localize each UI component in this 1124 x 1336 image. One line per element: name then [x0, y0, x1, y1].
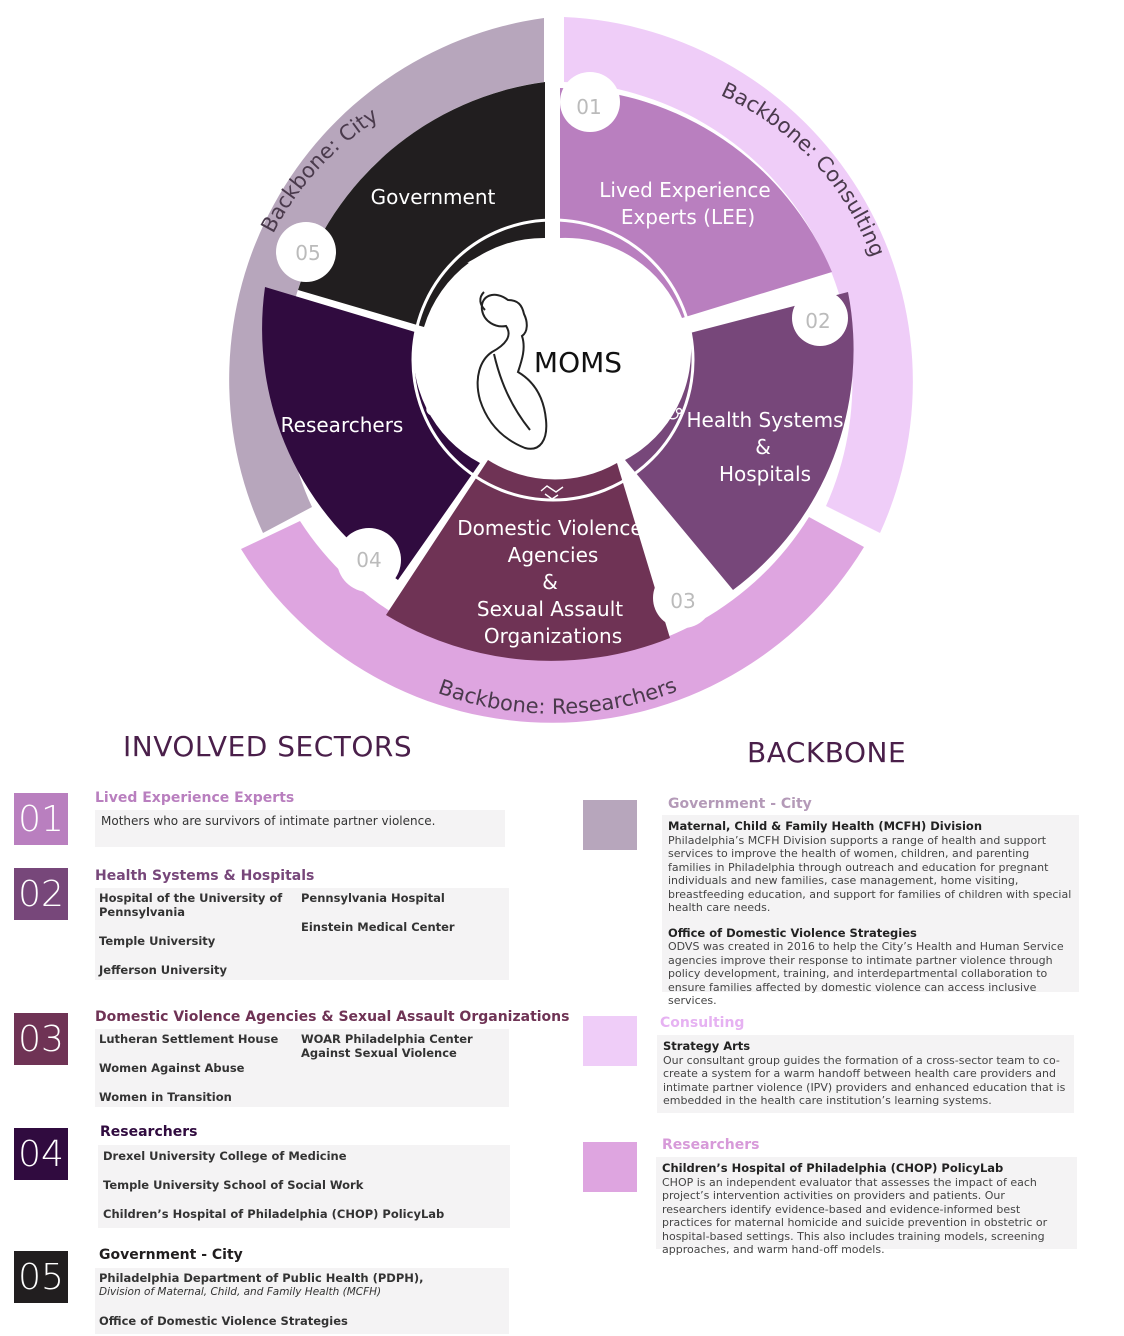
sector-02-item: Jefferson University	[99, 963, 228, 977]
backbone-researchers-ring	[241, 517, 864, 723]
sector-03-item: WOAR Philadelphia Center Against Sexual …	[301, 1032, 473, 1060]
segment-researchers[interactable]	[262, 287, 480, 580]
backbone-heading: BACKBONE	[747, 736, 907, 769]
backbone-researchers-panel: Children’s Hospital of Philadelphia (CHO…	[656, 1157, 1077, 1256]
building-icon	[467, 256, 491, 276]
backbone-consulting-panel: Strategy Arts Our consultant group guide…	[657, 1035, 1074, 1113]
backbone-entry-text: CHOP is an independent evaluator that as…	[662, 1175, 1048, 1257]
sector-05-item-sub: Division of Maternal, Child, and Family …	[99, 1286, 382, 1298]
backbone-consulting-entry: Strategy Arts Our consultant group guide…	[663, 1039, 1068, 1108]
center-moms-label: MOMS	[534, 346, 622, 379]
sector-01-panel: Mothers who are survivors of intimate pa…	[95, 810, 505, 847]
segment-government[interactable]	[298, 82, 545, 327]
backbone-city-swatch	[583, 800, 637, 850]
sector-05-number-box: 05	[14, 1251, 68, 1303]
badge-01-number: 01	[576, 95, 601, 119]
backbone-entry-text: Philadelphia’s MCFH Division supports a …	[668, 833, 1072, 915]
people-circle-icon	[619, 261, 639, 281]
sector-wheel: Backbone: City Backbone: Consulting Back…	[229, 17, 913, 723]
badge-02	[792, 290, 848, 346]
badge-05	[276, 222, 336, 282]
badge-04	[337, 528, 401, 592]
sector-01-description: Mothers who are survivors of intimate pa…	[101, 814, 436, 828]
backbone-city-title: Government - City	[668, 796, 812, 812]
backbone-entry-name: Strategy Arts	[663, 1039, 751, 1053]
backbone-consulting-title: Consulting	[660, 1015, 745, 1031]
segment-dv-label-5: Organizations	[484, 624, 622, 648]
backbone-city-entry: Maternal, Child & Family Health (MCFH) D…	[668, 819, 1073, 915]
sector-04-number-box: 04	[14, 1128, 68, 1180]
sector-04-item: Children’s Hospital of Philadelphia (CHO…	[103, 1207, 445, 1221]
sector-03-panel: Lutheran Settlement House Women Against …	[95, 1029, 509, 1107]
sector-04-title: Researchers	[100, 1124, 198, 1140]
sector-05-panel: Philadelphia Department of Public Health…	[95, 1268, 509, 1334]
sector-04-panel: Drexel University College of Medicine Te…	[98, 1145, 510, 1228]
segment-health-systems[interactable]	[625, 292, 854, 590]
sector-02-number-box: 02	[14, 868, 68, 920]
badge-01	[560, 72, 620, 132]
backbone-city-entry: Office of Domestic Violence Strategies O…	[668, 925, 1073, 1008]
segment-health-label-2: &	[755, 435, 771, 459]
sector-02-item: Einstein Medical Center	[301, 920, 455, 934]
sector-05-title: Government - City	[99, 1247, 243, 1263]
handshake-icon	[540, 485, 564, 500]
sector-02-item: Hospital of the University of Pennsylvan…	[99, 891, 283, 919]
segment-dv-label-1: Domestic Violence	[457, 516, 642, 540]
backbone-entry-text: Our consultant group guides the formatio…	[663, 1053, 1066, 1108]
segment-dv-label-4: Sexual Assault	[477, 597, 623, 621]
segment-lived-experience-label-2: Experts (LEE)	[621, 205, 755, 229]
backbone-researchers-swatch	[583, 1142, 637, 1192]
sector-04-item: Drexel University College of Medicine	[103, 1149, 347, 1163]
involved-sectors-heading: INVOLVED SECTORS	[123, 730, 413, 763]
sector-03-item: Women in Transition	[99, 1090, 232, 1104]
sector-05-item: Philadelphia Department of Public Health…	[99, 1271, 424, 1299]
magnifier-icon	[426, 402, 445, 421]
backbone-researchers-entry: Children’s Hospital of Philadelphia (CHO…	[662, 1161, 1071, 1257]
segment-dv-agencies[interactable]	[386, 460, 670, 661]
segment-lived-experience-label-1: Lived Experience	[599, 178, 770, 202]
pregnant-mother-icon	[476, 291, 548, 450]
sector-02-item: Temple University	[99, 934, 216, 948]
badge-04-number: 04	[356, 548, 381, 572]
badge-03-number: 03	[670, 589, 695, 613]
segment-dv-label-3: &	[542, 570, 558, 594]
center-circle	[441, 248, 665, 472]
sector-03-number-box: 03	[14, 1013, 68, 1065]
badge-03	[653, 568, 713, 628]
backbone-entry-name: Maternal, Child & Family Health (MCFH) D…	[668, 819, 983, 833]
sector-02-panel: Hospital of the University of Pennsylvan…	[95, 888, 509, 980]
backbone-entry-name: Children’s Hospital of Philadelphia (CHO…	[662, 1161, 1004, 1175]
sector-01-title: Lived Experience Experts	[95, 790, 295, 806]
segment-researchers-label: Researchers	[281, 413, 404, 437]
segment-government-label: Government	[371, 185, 496, 209]
stethoscope-icon	[663, 398, 683, 420]
sector-02-item: Pennsylvania Hospital	[301, 891, 445, 905]
backbone-consulting-swatch	[583, 1016, 637, 1066]
sector-03-title: Domestic Violence Agencies & Sexual Assa…	[95, 1009, 570, 1025]
sector-03-item: Women Against Abuse	[99, 1061, 245, 1075]
sector-02-title: Health Systems & Hospitals	[95, 868, 315, 884]
segment-health-label-1: Health Systems	[686, 408, 843, 432]
segment-health-label-3: Hospitals	[719, 462, 811, 486]
sector-05-item-name: Philadelphia Department of Public Health…	[99, 1271, 424, 1285]
segment-dv-label-2: Agencies	[508, 543, 599, 567]
sector-05-item: Office of Domestic Violence Strategies	[99, 1314, 348, 1328]
backbone-entry-text: ODVS was created in 2016 to help the Cit…	[668, 940, 1064, 1007]
backbone-consulting-ring	[564, 17, 913, 533]
sector-03-item: Lutheran Settlement House	[99, 1032, 279, 1046]
sector-04-item: Temple University School of Social Work	[103, 1178, 364, 1192]
badge-02-number: 02	[805, 309, 830, 333]
backbone-entry-name: Office of Domestic Violence Strategies	[668, 925, 917, 940]
backbone-city-panel: Maternal, Child & Family Health (MCFH) D…	[662, 815, 1079, 1007]
sector-01-number-box: 01	[14, 793, 68, 845]
badge-05-number: 05	[295, 241, 320, 265]
backbone-researchers-title: Researchers	[662, 1137, 760, 1153]
segment-lived-experience[interactable]	[560, 88, 832, 318]
